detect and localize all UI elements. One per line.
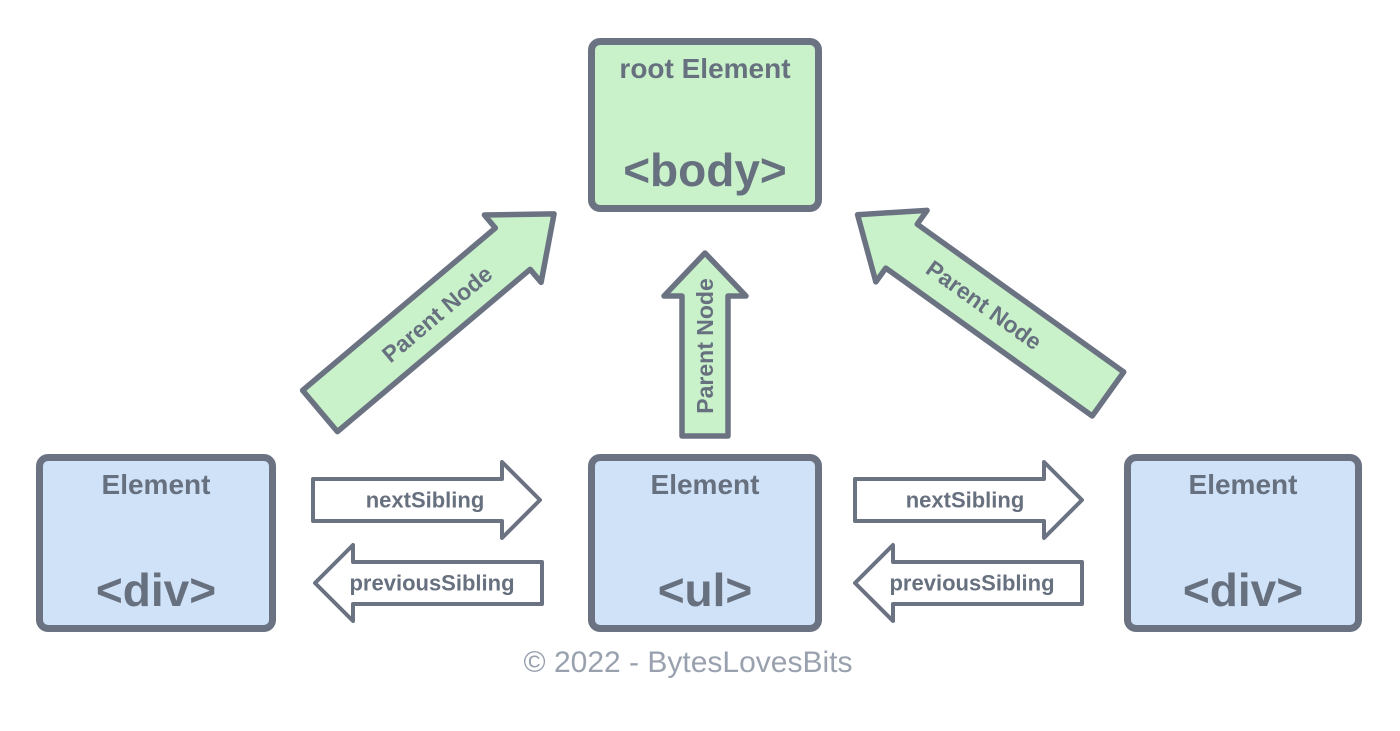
node-root-element: root Element <body> [588, 38, 822, 212]
previous-sibling-label-left: previousSibling [349, 571, 514, 596]
previous-sibling-arrow-left [313, 543, 544, 623]
parent-node-arrow-left [299, 211, 557, 435]
node-middle-title: Element [650, 469, 760, 500]
parent-node-arrow-middle [661, 250, 749, 439]
node-root-title: root Element [619, 53, 791, 84]
previous-sibling-label-right: previousSibling [889, 571, 1054, 596]
node-element-left: Element <div> [36, 454, 276, 632]
node-element-middle: Element <ul> [588, 454, 822, 632]
parent-node-arrow-right [854, 207, 1127, 419]
next-sibling-label-left: nextSibling [366, 488, 485, 513]
next-sibling-label-right: nextSibling [906, 488, 1025, 513]
node-left-title: Element [101, 469, 211, 500]
next-sibling-arrow-right [853, 460, 1084, 540]
node-right-title: Element [1188, 469, 1298, 500]
node-middle-tag: <ul> [657, 564, 753, 616]
next-sibling-arrow-left [311, 460, 542, 540]
node-root-tag: <body> [623, 144, 787, 196]
node-left-tag: <div> [95, 564, 217, 616]
node-element-right: Element <div> [1124, 454, 1362, 632]
node-right-tag: <div> [1182, 564, 1304, 616]
parent-node-label-middle: Parent Node [692, 278, 718, 413]
copyright-text: © 2022 - BytesLovesBits [523, 646, 853, 679]
previous-sibling-arrow-right [853, 543, 1084, 623]
